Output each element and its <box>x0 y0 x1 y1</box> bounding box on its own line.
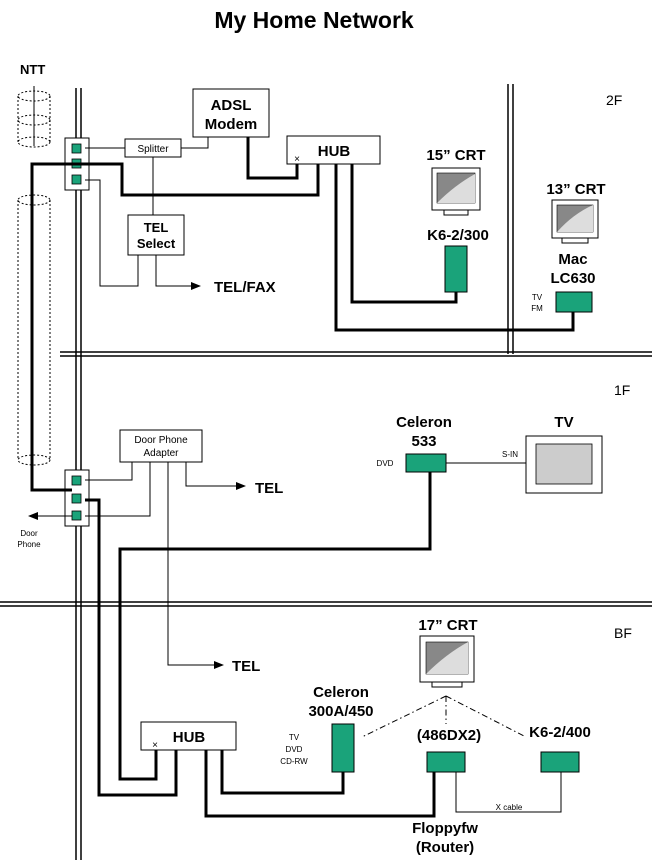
wall-jack-plate-1f <box>64 469 90 527</box>
crt-17-label: 17” CRT <box>418 617 477 634</box>
mac-tv-label: TV <box>532 293 543 302</box>
floor-label-2f: 2F <box>606 92 622 108</box>
celeron300-label-1: Celeron <box>313 684 369 701</box>
riser-cable-dotted <box>17 194 51 466</box>
crt-17-monitor <box>419 635 475 688</box>
lan-cables-bf <box>204 750 436 818</box>
tel-select: TEL Select <box>127 214 185 256</box>
door-phone-label-2: Phone <box>17 540 41 549</box>
celeron533-label-2: 533 <box>411 433 436 450</box>
tel-1f-label: TEL <box>255 480 283 497</box>
mac-label-1: Mac <box>558 251 587 268</box>
floor-label-1f: 1F <box>614 382 630 398</box>
tel-fax-arrow <box>155 255 201 290</box>
celeron300-cdrw-label: CD-RW <box>280 757 308 766</box>
splitter: Splitter <box>124 138 182 158</box>
celeron533-dvd-label: DVD <box>377 459 394 468</box>
crt-13-label: 13” CRT <box>546 181 605 198</box>
x-cable-label: X cable <box>496 803 523 812</box>
pc-k62-300 <box>444 245 468 293</box>
adsl-modem-label-2: Modem <box>205 116 258 133</box>
celeron533-label-1: Celeron <box>396 414 452 431</box>
celeron300-tv-label: TV <box>289 733 300 742</box>
splitter-label: Splitter <box>137 144 169 155</box>
hub-bf-label: HUB <box>173 729 206 746</box>
mac-fm-label: FM <box>531 304 543 313</box>
x-cable <box>455 772 562 813</box>
door-adapter-label-2: Adapter <box>143 448 179 459</box>
mac-label-2: LC630 <box>550 270 595 287</box>
jack-2f-3[interactable] <box>71 174 82 185</box>
phone-lines-1f <box>38 462 236 666</box>
floppyfw-label-2: (Router) <box>416 839 474 856</box>
door-phone-label-1: Door <box>20 529 38 538</box>
ntt-incoming-cable <box>17 86 51 148</box>
floor-divider-2f <box>60 351 652 357</box>
jack-1f-2[interactable] <box>71 493 82 504</box>
door-phone-arrowhead <box>28 512 38 520</box>
crt-13-monitor <box>551 199 599 244</box>
hub-2f-port-mark: × <box>294 154 300 165</box>
hub-bf: HUB × <box>140 721 237 751</box>
tel-select-label-2: Select <box>137 236 176 251</box>
hub-bf-port-mark: × <box>152 740 158 751</box>
hub-2f-label: HUB <box>318 143 351 160</box>
door-adapter-label-1: Door Phone <box>134 435 188 446</box>
pc-celeron-533 <box>405 453 447 473</box>
crt-15-label: 15” CRT <box>426 147 485 164</box>
celeron300-dvd-label: DVD <box>286 745 303 754</box>
tel-bf-arrowhead <box>214 661 224 669</box>
pc486-label: (486DX2) <box>417 727 481 744</box>
hub-2f: HUB × <box>286 135 381 165</box>
floppyfw-label-1: Floppyfw <box>412 820 478 837</box>
tel-fax-label: TEL/FAX <box>214 279 276 296</box>
tel-bf-label: TEL <box>232 658 260 675</box>
adsl-modem-label-1: ADSL <box>211 97 252 114</box>
floor-label-bf: BF <box>614 625 632 641</box>
ntt-label: NTT <box>20 62 45 77</box>
tv-1f-label: TV <box>554 414 573 431</box>
floor-divider-1f <box>0 601 652 607</box>
celeron300-label-2: 300A/450 <box>308 703 373 720</box>
door-phone-adapter: Door Phone Adapter <box>119 429 203 463</box>
pc-486dx2 <box>426 751 466 773</box>
lan-cables-2f <box>30 137 575 492</box>
wall-pipe-2f <box>507 84 514 354</box>
monitor-switch-links <box>361 695 527 738</box>
lan-cables-1f <box>85 472 432 797</box>
adsl-modem: ADSL Modem <box>192 88 270 138</box>
pc-celeron-300a <box>331 723 355 773</box>
phone-lines-2f <box>85 137 209 287</box>
jack-2f-1[interactable] <box>71 143 82 154</box>
jack-1f-3[interactable] <box>71 510 82 521</box>
k62-300-label: K6-2/300 <box>427 227 489 244</box>
pc-k62-400 <box>540 751 580 773</box>
pc-mac-lc630 <box>555 291 593 313</box>
s-in-label: S-IN <box>502 450 518 459</box>
tv-1f <box>525 435 603 494</box>
crt-15-monitor <box>431 167 481 216</box>
k62-400-label: K6-2/400 <box>529 724 591 741</box>
diagram-title: My Home Network <box>214 7 414 33</box>
tel-1f-arrowhead <box>236 482 246 490</box>
jack-1f-1[interactable] <box>71 475 82 486</box>
tel-select-label-1: TEL <box>144 220 169 235</box>
